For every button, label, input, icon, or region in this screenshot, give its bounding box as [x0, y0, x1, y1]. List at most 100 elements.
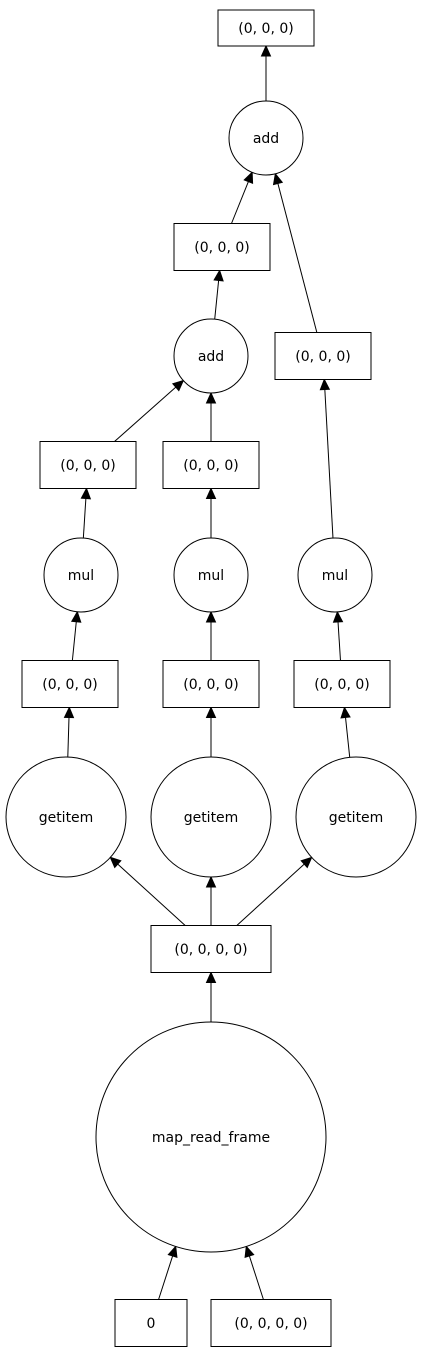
node-label: (0, 0, 0) [194, 240, 249, 256]
node-mul-left: mul [43, 537, 119, 613]
arrow-head-icon [319, 378, 331, 391]
edge-mul_center-to-data_center_b [205, 487, 217, 538]
node-label: (0, 0, 0) [183, 458, 238, 474]
edge-line [114, 386, 177, 442]
arrow-head-icon [205, 875, 217, 888]
edge-add_top-to-data_top [260, 44, 272, 101]
arrow-head-icon [70, 610, 82, 623]
node-label: (0, 0, 0) [60, 458, 115, 474]
node-data-input: (0, 0, 0, 0) [210, 1299, 332, 1347]
edge-line [277, 183, 318, 333]
edge-getitem_center-to-data_center_a [205, 706, 217, 757]
node-label: (0, 0, 0, 0) [174, 942, 247, 958]
node-data-center-b: (0, 0, 0) [162, 441, 260, 489]
arrow-head-icon [300, 856, 313, 869]
node-getitem-right: getitem [295, 756, 417, 878]
arrow-head-icon [340, 706, 351, 719]
node-label: (0, 0, 0) [295, 349, 350, 365]
node-data-left-b: (0, 0, 0) [39, 441, 137, 489]
edge-map_read_frame-to-data_frame [205, 971, 217, 1022]
node-label: mul [198, 568, 224, 584]
task-node-circle [173, 537, 249, 613]
node-label: (0, 0, 0, 0) [234, 1316, 307, 1332]
node-label: mul [322, 568, 348, 584]
node-add-top: add [228, 100, 304, 176]
data-node-box [39, 441, 137, 489]
edge-data_frame-to-getitem_left [109, 856, 186, 926]
node-label: 0 [147, 1316, 156, 1332]
arrow-head-icon [171, 379, 185, 392]
node-label: (0, 0, 0) [314, 677, 369, 693]
arrow-head-icon [244, 1245, 255, 1259]
node-data-zero: 0 [114, 1299, 188, 1347]
edge-line [337, 621, 341, 661]
node-map-read-frame: map_read_frame [95, 1021, 327, 1253]
edge-data_left_b-to-add_mid [114, 379, 185, 442]
node-data-frame: (0, 0, 0, 0) [150, 925, 272, 973]
edge-line [67, 717, 70, 758]
node-data-mid: (0, 0, 0) [173, 223, 271, 271]
data-node-box [114, 1299, 188, 1347]
edge-data_frame-to-getitem_right [236, 856, 313, 926]
node-data-left-a: (0, 0, 0) [21, 660, 119, 708]
task-node-circle [297, 537, 373, 613]
node-label: add [198, 349, 224, 365]
edge-data_center_a-to-mul_center [205, 610, 217, 661]
data-node-box [162, 660, 260, 708]
node-data-right-a: (0, 0, 0) [293, 660, 391, 708]
arrow-head-icon [109, 856, 122, 869]
arrow-head-icon [213, 269, 224, 282]
arrow-head-icon [205, 971, 217, 983]
node-label: getitem [39, 810, 94, 826]
node-data-right-upper: (0, 0, 0) [274, 332, 372, 380]
edge-line [248, 1255, 264, 1300]
edge-line [345, 717, 351, 758]
edge-line [117, 863, 186, 926]
node-mul-center: mul [173, 537, 249, 613]
edge-data_right_upper-to-add_top [272, 172, 318, 333]
node-getitem-left: getitem [5, 756, 127, 878]
task-node-circle [295, 756, 417, 878]
arrow-head-icon [205, 487, 217, 499]
task-node-circle [173, 318, 249, 394]
task-node-circle [43, 537, 119, 613]
node-label: map_read_frame [152, 1130, 270, 1146]
edge-line [71, 621, 77, 661]
edge-getitem_left-to-data_left_a [63, 706, 75, 758]
node-getitem-center: getitem [150, 756, 272, 878]
edge-line [231, 181, 249, 224]
data-node-box [21, 660, 119, 708]
arrow-head-icon [272, 172, 284, 186]
arrow-head-icon [80, 487, 92, 500]
task-node-circle [150, 756, 272, 878]
node-add-mid: add [173, 318, 249, 394]
node-data-top: (0, 0, 0) [217, 9, 315, 47]
data-node-box [173, 223, 271, 271]
edge-data_input-to-map_read_frame [244, 1245, 264, 1300]
edge-mul_left-to-data_left_b [80, 487, 92, 539]
data-node-box [217, 9, 315, 47]
arrow-head-icon [205, 391, 217, 404]
node-data-center-a: (0, 0, 0) [162, 660, 260, 708]
arrow-head-icon [167, 1245, 178, 1259]
node-mul-right: mul [297, 537, 373, 613]
arrow-head-icon [63, 706, 75, 719]
edge-data_frame-to-getitem_center [205, 875, 217, 926]
node-label: add [253, 131, 279, 147]
arrow-head-icon [205, 610, 217, 623]
node-label: (0, 0, 0) [238, 21, 293, 37]
data-node-box [293, 660, 391, 708]
edge-add_mid-to-data_mid [213, 269, 224, 320]
edge-line [324, 389, 334, 539]
data-node-box [150, 925, 272, 973]
data-node-box [274, 332, 372, 380]
task-node-circle [5, 756, 127, 878]
node-label: getitem [329, 810, 384, 826]
edge-data_right_a-to-mul_right [332, 610, 344, 661]
edge-data_center_b-to-add_mid [205, 391, 217, 442]
edge-line [236, 863, 305, 926]
task-node-circle [228, 100, 304, 176]
task-node-circle [95, 1021, 327, 1253]
arrow-head-icon [205, 706, 217, 718]
